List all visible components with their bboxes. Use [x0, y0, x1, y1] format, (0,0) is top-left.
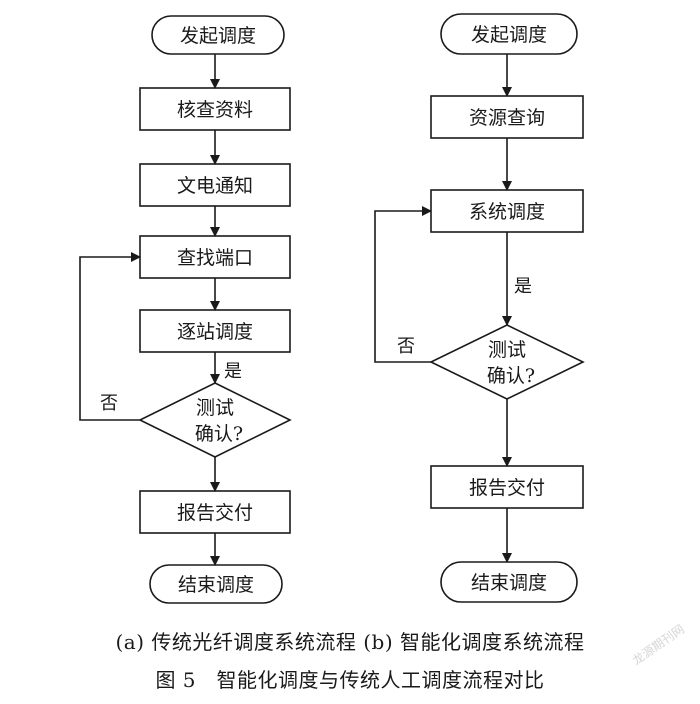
a-decision-label-line2: 确认? [195, 423, 243, 445]
b-decision-label-line2: 确认? [487, 365, 535, 387]
b-loop-arrow [374, 206, 432, 363]
a-loop-arrow [79, 252, 141, 421]
subfigure-captions: (a) 传统光纤调度系统流程 (b) 智能化调度系统流程 [115, 630, 585, 654]
b-end-label: 结束调度 [471, 572, 547, 594]
a-yes-label: 是 [224, 361, 242, 382]
figure-caption: 图 5 智能化调度与传统人工调度流程对比 [155, 668, 545, 692]
b-start-terminal [440, 13, 578, 55]
a-decision-label-line1: 测试 [196, 397, 234, 419]
b-decision-diamond [429, 324, 585, 400]
b-no-label: 否 [397, 336, 415, 357]
b-start-label: 发起调度 [471, 24, 547, 46]
a-start-terminal [151, 15, 285, 55]
b-yes-label: 是 [514, 276, 532, 297]
b-step1-label: 资源查询 [469, 107, 545, 129]
a-step2-label: 文电通知 [177, 175, 253, 197]
a-step1-label: 核查资料 [177, 99, 253, 121]
b-decision-label-line1: 测试 [488, 339, 526, 361]
a-step5-label: 报告交付 [177, 502, 253, 524]
a-step3-label: 查找端口 [177, 247, 253, 269]
a-decision-diamond [138, 382, 292, 458]
a-end-label: 结束调度 [178, 574, 254, 596]
a-step4-label: 逐站调度 [177, 321, 253, 343]
b-step3-label: 报告交付 [469, 477, 545, 499]
b-step2-label: 系统调度 [469, 201, 545, 223]
a-start-label: 发起调度 [180, 25, 256, 47]
a-no-label: 否 [100, 393, 118, 414]
